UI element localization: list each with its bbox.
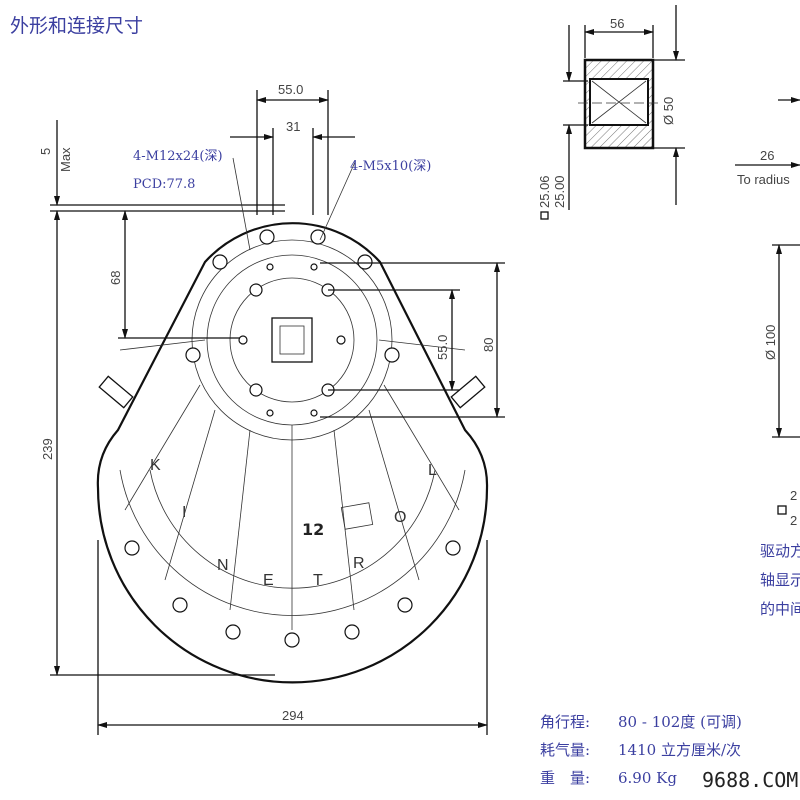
square-symbol: [540, 211, 549, 220]
brand-letter: T: [313, 572, 323, 589]
pcd-label: PCD:77.8: [133, 177, 195, 192]
dim-height-total: 239: [40, 438, 55, 460]
dim-top-width: 55.0: [278, 82, 303, 97]
dim-max-offset: 5: [38, 148, 53, 155]
right-partial-view: [735, 97, 800, 438]
dim-shaft-width: 56: [610, 16, 624, 31]
dim-square-lower: 25.00: [552, 175, 567, 208]
dim-shaft-diameter: Ø 50: [661, 97, 676, 125]
dim-square-right-a: 2: [790, 488, 797, 503]
side-note-line: 轴显示: [760, 571, 800, 589]
thread-small-label: 4-M5x10(深): [350, 159, 431, 174]
dim-max-label: Max: [58, 147, 73, 172]
brand-letter: I: [182, 504, 186, 521]
brand-letter: N: [217, 557, 229, 574]
brand-letter: L: [428, 462, 437, 479]
spec-value: 6.90 Kg: [618, 769, 677, 787]
dim-radius: 26: [760, 148, 774, 163]
dim-square-upper: 25.06: [537, 175, 552, 208]
dim-inner-width: 31: [286, 119, 300, 134]
dim-height-80: 80: [481, 338, 496, 352]
brand-letter: E: [263, 572, 274, 589]
spec-label: 重 量:: [540, 769, 590, 787]
square-symbol-right: [777, 505, 787, 515]
spec-label: 角行程:: [540, 713, 590, 731]
brand-letter: R: [353, 555, 365, 572]
side-note-line: 驱动方: [760, 542, 800, 560]
right-stop-screw: [450, 375, 486, 409]
center-number: 12: [302, 520, 324, 539]
brand-letter: K: [150, 457, 161, 474]
brand-letter: O: [394, 509, 406, 526]
dimension-lines: [50, 90, 505, 735]
shaft-section-view: [563, 5, 685, 210]
left-stop-screw: [98, 375, 134, 409]
dim-width-total: 294: [282, 708, 304, 723]
spec-value: 80 - 102度 (可调): [618, 713, 742, 731]
thread-large-label: 4-M12x24(深): [133, 149, 223, 164]
radius-note: To radius: [737, 172, 790, 187]
specs-block: 角行程: 80 - 102度 (可调) 耗气量: 1410 立方厘米/次 重 量…: [540, 713, 742, 787]
drawing-title: 外形和连接尺寸: [10, 15, 143, 37]
actuator-body: K I N E T R O L 12: [96, 222, 489, 684]
dim-square-right-b: 2: [790, 513, 797, 528]
spec-value: 1410 立方厘米/次: [618, 741, 741, 759]
dim-diameter-100: Ø 100: [763, 325, 778, 360]
spec-label: 耗气量:: [540, 741, 590, 759]
side-note-line: 的中间: [760, 600, 800, 618]
dim-height-68: 68: [108, 271, 123, 285]
dim-bolt-spacing: 55.0: [435, 335, 450, 360]
watermark: 9688.COM: [702, 768, 798, 792]
